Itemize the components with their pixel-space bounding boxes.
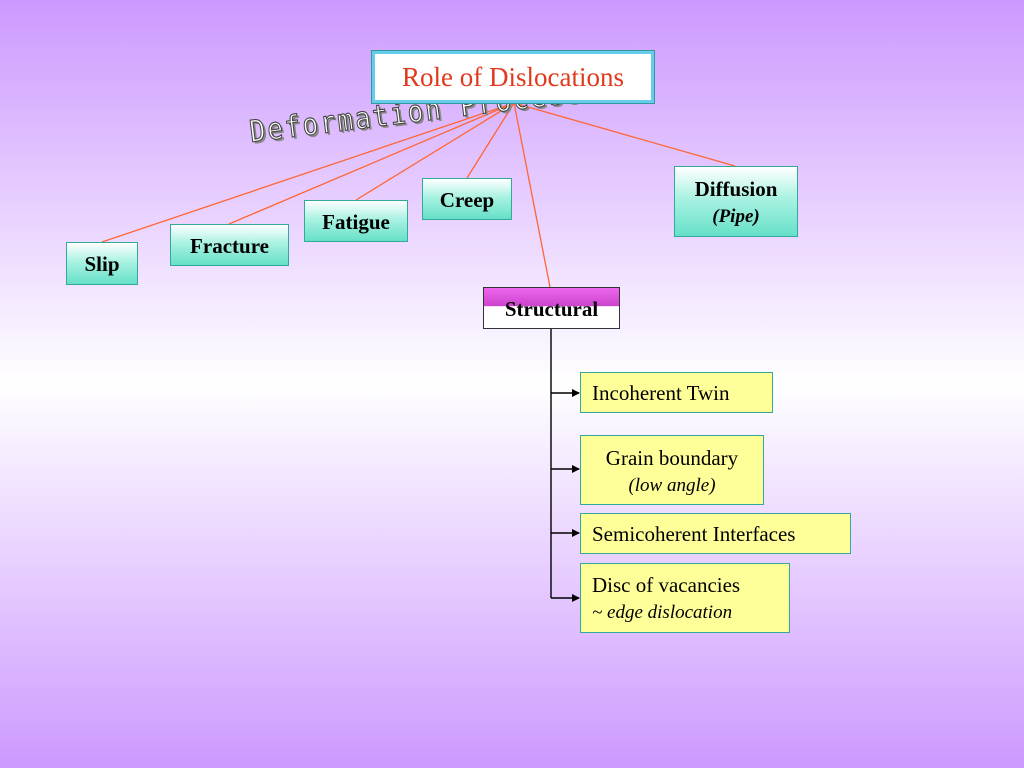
connector-fracture [228,102,515,225]
node-slip: Slip [66,242,138,285]
connector-fatigue [355,102,515,201]
node-grain-boundary: Grain boundary (low angle) [580,435,764,505]
connector-structural [513,102,551,288]
diffusion-subtitle: (Pipe) [712,206,760,227]
node-incoherent-twin: Incoherent Twin [580,372,773,413]
node-fatigue: Fatigue [304,200,408,242]
diffusion-title: Diffusion [694,177,778,201]
disc-subtitle: ~ edge dislocation [592,602,733,623]
root-node: Role of Dislocations [371,50,655,104]
node-creep: Creep [422,178,512,220]
node-fracture: Fracture [170,224,289,266]
grain-boundary-subtitle: (low angle) [628,475,716,496]
node-structural: Structural [483,287,620,329]
disc-title: Disc of vacancies [592,573,741,597]
connector-creep [466,102,515,179]
grain-boundary-title: Grain boundary [605,446,739,470]
node-disc-of-vacancies: Disc of vacancies ~ edge dislocation [580,563,790,633]
connector-slip [101,102,515,243]
connector-diffusion [513,102,736,167]
node-semicoherent-interfaces: Semicoherent Interfaces [580,513,851,554]
node-diffusion: Diffusion (Pipe) [674,166,798,237]
